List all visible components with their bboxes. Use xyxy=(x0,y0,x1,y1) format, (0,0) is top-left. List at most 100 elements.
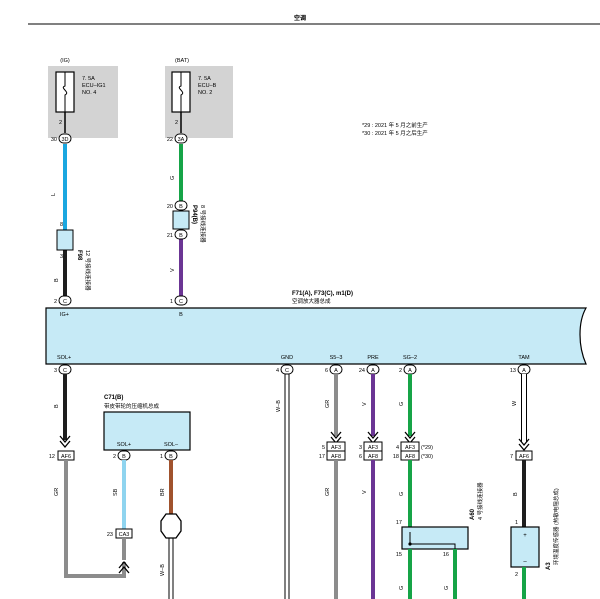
ca3-num: 23 xyxy=(107,532,113,538)
af3-pre-num: 3 xyxy=(359,445,362,451)
amp-pin-sg: A 2 xyxy=(399,364,417,375)
fuse-ig-pin-in: 2 xyxy=(59,120,62,126)
amp-label-s5: S5–3 xyxy=(330,355,343,361)
ca3-name: CA3 xyxy=(119,532,130,538)
wire-label-v-1: V xyxy=(170,268,176,272)
fuse-bat-icon xyxy=(178,72,184,112)
af3-s5-num: 5 xyxy=(322,445,325,451)
note-29: *29 : 2021 年 5 月之前生产 xyxy=(362,121,428,129)
fuse-ig-source-label: (IG) xyxy=(60,58,70,64)
connector-af8-sg: AF8 18 (*30) xyxy=(393,450,433,461)
wire-label-gr-1: GR xyxy=(54,488,60,496)
a60-desc: 4 号接线连接器 xyxy=(476,482,484,520)
connector-af8-pre: AF8 6 xyxy=(359,450,383,461)
connector-af6-tam: AF6 7 xyxy=(510,450,533,461)
wire-label-g-5: G xyxy=(444,586,450,590)
p94-conn-bot: B xyxy=(179,233,183,239)
wire-label-l: L xyxy=(51,193,57,196)
af3-sg-num: 4 xyxy=(396,445,399,451)
wire-label-gr-2: GR xyxy=(325,400,331,408)
amp-pin-ig-conn: C xyxy=(63,299,67,305)
af8-sg-name: AF8 xyxy=(405,454,415,460)
af6-tam-num: 7 xyxy=(510,454,513,460)
wire-label-g-3: G xyxy=(399,492,405,496)
fuse-ecu-b: (BAT) 7. 5A ECU–B NO. 2 2 xyxy=(165,58,233,138)
f98-id: F98 xyxy=(76,250,82,261)
amp-pin-tam: A 13 xyxy=(510,364,531,375)
wire-label-w: W xyxy=(512,400,518,406)
amp-pin-sg-conn: A xyxy=(408,368,412,374)
fuse-ig-number: NO. 4 xyxy=(82,90,96,96)
fuse-ig-icon xyxy=(62,72,68,112)
wire-label-g-4: G xyxy=(399,586,405,590)
amp-pin-s5: A 6 xyxy=(325,364,343,375)
connector-3a-label: 3A xyxy=(178,137,185,143)
amp-pin-b: C 1 xyxy=(170,295,188,306)
af3-sg-name: AF3 xyxy=(405,445,415,451)
amp-pin-sol-conn: C xyxy=(63,368,67,374)
junction-a60: 17 15 16 A60 4 号接线连接器 xyxy=(396,482,484,558)
amp-label-sol: SOL+ xyxy=(57,355,71,361)
amp-pin-gnd-num: 4 xyxy=(276,368,279,374)
plug-arrow-tam xyxy=(518,438,530,452)
amp-body xyxy=(45,307,588,365)
amp-pin-sol: C 3 xyxy=(54,364,72,375)
sensor-a3: 1 + – 2 A3 环境温度传感器 (热敏电阻总成) xyxy=(510,488,560,578)
wire-label-b-1: B xyxy=(54,278,60,282)
a60-pin-top: 17 xyxy=(396,520,402,526)
compressor-pin-neg-num: 1 xyxy=(160,454,163,460)
amp-desc: 空调放大器总成 xyxy=(292,297,331,305)
wire-label-g-2: G xyxy=(399,402,405,406)
compressor-label-neg: SOL– xyxy=(164,442,179,448)
wire-label-b-3: B xyxy=(513,492,519,496)
a3-pin-bot: 2 xyxy=(515,572,518,578)
fuse-ig-rating: 7. 5A xyxy=(82,76,95,82)
a3-pin-top: 1 xyxy=(515,520,518,526)
af3-sg-note: (*29) xyxy=(421,445,433,451)
connector-3d-label: 3D xyxy=(61,137,68,143)
connector-3d: 3D 30 xyxy=(51,133,72,144)
connector-3d-pin: 30 xyxy=(51,137,57,143)
connector-af3-pre: AF3 3 xyxy=(359,441,383,452)
compressor-pin-neg-conn: B xyxy=(169,454,173,460)
af8-sg-note: (*30) xyxy=(421,454,433,460)
wire-gr-gray-1 xyxy=(64,460,126,578)
amp-pin-pre: A 24 xyxy=(359,364,380,375)
af3-pre-name: AF3 xyxy=(368,445,378,451)
a3-id: A3 xyxy=(546,562,552,570)
junction-f98: 8 3 F98 12 号接线连接器 xyxy=(56,222,92,291)
connector-af3-s5: AF3 5 xyxy=(322,441,346,452)
compressor-pin-neg: B 1 xyxy=(160,450,178,461)
af8-s5-num: 17 xyxy=(319,454,325,460)
a60-id: A60 xyxy=(470,508,476,520)
f98-desc: 12 号接线连接器 xyxy=(84,250,92,291)
a3-minus: – xyxy=(523,559,527,565)
amp-label-sg: SG–2 xyxy=(403,355,417,361)
wire-label-br: BR xyxy=(160,488,166,496)
compressor-id: C71(B) xyxy=(104,395,123,401)
af3-s5-name: AF3 xyxy=(331,445,341,451)
fuse-bat-source-label: (BAT) xyxy=(175,58,189,64)
compressor-pin-pos-conn: B xyxy=(122,454,126,460)
fuse-bat-rating: 7. 5A xyxy=(198,76,211,82)
fuse-ecu-ig1: (IG) 7. 5A ECU–IG1 NO. 4 2 xyxy=(48,58,118,138)
amp-label-pre: PRE xyxy=(367,355,379,361)
page-title: 空调 xyxy=(294,14,306,22)
wire-label-sb: SB xyxy=(113,488,119,496)
fuse-bat-number: NO. 2 xyxy=(198,90,212,96)
af8-pre-name: AF8 xyxy=(368,454,378,460)
amp-pin-gnd-conn: C xyxy=(285,368,289,374)
f98-pin-bot: 3 xyxy=(60,254,63,260)
connector-af3-sg: AF3 4 (*29) xyxy=(396,441,433,452)
connector-af8-s5: AF8 17 xyxy=(319,450,346,461)
amp-pin-sol-num: 3 xyxy=(54,368,57,374)
af6-sol-num: 12 xyxy=(49,454,55,460)
connector-3a-pin: 22 xyxy=(167,137,173,143)
compressor-label-pos: SOL+ xyxy=(117,442,131,448)
amp-label-ig: IG+ xyxy=(60,312,69,318)
p94-pin-top: 20 xyxy=(167,204,173,210)
amp-pin-ig-num: 2 xyxy=(54,299,57,305)
wire-label-wb-2: W–B xyxy=(276,400,282,412)
junction-p94: B 20 B 21 P94(B) 8 号接线连接器 xyxy=(167,200,207,243)
